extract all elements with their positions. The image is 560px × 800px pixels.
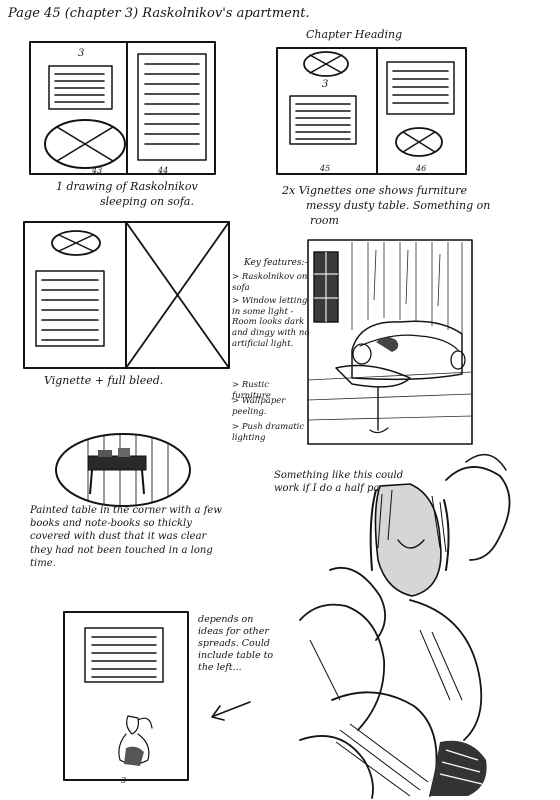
image-placeholder bbox=[44, 119, 126, 169]
key-feature-item: > Window letting in some light - Room lo… bbox=[232, 296, 310, 349]
spread-two-frame bbox=[276, 47, 467, 175]
text-block bbox=[48, 65, 113, 110]
spread-one-frame bbox=[29, 41, 216, 175]
key-features-title: Key features:- bbox=[244, 258, 308, 268]
key-feature-item: > Wallpaper peeling. bbox=[232, 396, 286, 417]
page-number: 44 bbox=[158, 166, 169, 175]
page-number: 46 bbox=[416, 164, 427, 173]
spread-one-caption: sleeping on sofa. bbox=[100, 195, 194, 208]
text-block bbox=[289, 95, 357, 145]
arrow-icon bbox=[213, 701, 251, 717]
key-feature-item: > Rustic furniture bbox=[232, 380, 271, 401]
spread-one-caption: 1 drawing of Raskolnikov bbox=[56, 180, 198, 193]
text-block bbox=[35, 270, 105, 347]
text-block bbox=[137, 53, 207, 161]
image-placeholder bbox=[51, 230, 101, 256]
key-feature-item: > Raskolnikov on sofa bbox=[232, 272, 308, 293]
image-placeholder bbox=[395, 127, 443, 157]
half-page-note: Something like this could work if I do a… bbox=[274, 470, 404, 494]
chapter-heading-label: Chapter Heading bbox=[306, 28, 403, 41]
page-heading: Page 45 (chapter 3) Raskolnikov's apartm… bbox=[8, 6, 310, 21]
page-number: 45 bbox=[320, 164, 331, 173]
spread-two-caption: messy dusty table. Something on bbox=[306, 199, 491, 212]
page-number: 3 bbox=[78, 48, 85, 59]
text-block bbox=[84, 627, 164, 683]
page-number: 3 bbox=[121, 776, 127, 785]
image-placeholder bbox=[303, 51, 349, 77]
spread-two-caption: room bbox=[310, 214, 339, 227]
page-number: 43 bbox=[92, 166, 103, 175]
spread-two-caption: 2x Vignettes one shows furniture bbox=[282, 184, 468, 197]
key-feature-item: > Push dramatic lighting bbox=[232, 422, 305, 443]
text-block bbox=[386, 61, 455, 115]
spread-three-caption: Vignette + full bleed. bbox=[44, 374, 164, 387]
final-page-note: depends on ideas for other spreads. Coul… bbox=[198, 614, 274, 673]
table-vignette-caption: Painted table in the corner with a few b… bbox=[30, 505, 222, 569]
page-number: 3 bbox=[322, 79, 329, 90]
